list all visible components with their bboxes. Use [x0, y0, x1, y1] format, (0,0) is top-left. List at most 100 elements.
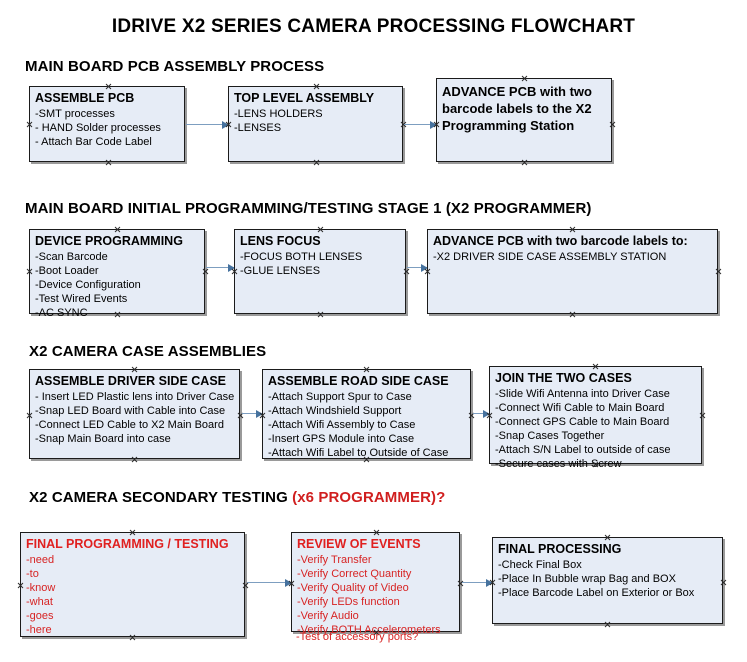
connection-handle[interactable]: [569, 311, 576, 318]
connection-handle[interactable]: [363, 366, 370, 373]
box-assemble-pcb[interactable]: ASSEMBLE PCB -SMT processes - HAND Solde…: [29, 86, 185, 162]
box-line: -Boot Loader: [35, 265, 99, 277]
connection-handle[interactable]: [114, 226, 121, 233]
box-line: -here: [26, 624, 52, 636]
box-title: ASSEMBLE ROAD SIDE CASE: [268, 374, 449, 388]
box-line: -need: [26, 554, 55, 566]
connector-device-programming-to-lens-focus: [206, 263, 235, 272]
box-line-overflow-review-of-events: -Test of accessory ports?: [296, 631, 419, 643]
connection-handle[interactable]: [699, 412, 706, 419]
box-line: -FOCUS BOTH LENSES: [240, 251, 363, 263]
box-title: ADVANCE PCB with two barcode labels to:: [433, 234, 688, 248]
box-line: -Connect Wifi Cable to Main Board: [495, 402, 665, 414]
section-heading-text: X2 CAMERA SECONDARY TESTING: [29, 489, 293, 506]
connector-driver-side-to-road-side: [242, 409, 263, 418]
box-lens-focus[interactable]: LENS FOCUS -FOCUS BOTH LENSES -GLUE LENS…: [234, 229, 406, 314]
connector-final-programming-to-review-of-events: [247, 578, 292, 587]
connector-review-of-events-to-final-processing: [462, 578, 493, 587]
section-heading-main-board-initial-programming: MAIN BOARD INITIAL PROGRAMMING/TESTING S…: [25, 200, 592, 217]
page-title: IDRIVE X2 SERIES CAMERA PROCESSING FLOWC…: [111, 16, 636, 37]
box-line: - Insert LED Plastic lens into Driver Ca…: [35, 391, 235, 403]
connection-handle[interactable]: [521, 159, 528, 166]
connection-handle[interactable]: [521, 75, 528, 82]
box-title: DEVICE PROGRAMMING: [35, 234, 183, 248]
connection-handle[interactable]: [317, 311, 324, 318]
connection-handle[interactable]: [720, 579, 727, 586]
box-final-programming-testing[interactable]: FINAL PROGRAMMING / TESTING -need -to -k…: [20, 532, 245, 637]
box-line: -Verify Correct Quantity: [297, 568, 412, 580]
box-line: -LENS HOLDERS: [234, 108, 323, 120]
box-line: -Snap Cases Together: [495, 430, 605, 442]
box-advance-pcb-to-driver-side-case[interactable]: ADVANCE PCB with two barcode labels to: …: [427, 229, 718, 314]
box-line: -Place In Bubble wrap Bag and BOX: [498, 573, 676, 585]
box-line: -Snap Main Board into case: [35, 433, 171, 445]
connection-handle[interactable]: [313, 159, 320, 166]
box-assemble-road-side-case[interactable]: ASSEMBLE ROAD SIDE CASE -Attach Support …: [262, 369, 471, 459]
connection-handle[interactable]: [317, 226, 324, 233]
connection-handle[interactable]: [105, 83, 112, 90]
box-join-the-two-cases[interactable]: JOIN THE TWO CASES -Slide Wifi Antenna i…: [489, 363, 702, 470]
connection-handle[interactable]: [569, 226, 576, 233]
box-final-processing[interactable]: FINAL PROCESSING -Check Final Box -Place…: [492, 537, 723, 624]
box-title: TOP LEVEL ASSEMBLY: [234, 91, 375, 105]
box-line: - Attach Bar Code Label: [35, 136, 152, 148]
box-line: -Slide Wifi Antenna into Driver Case: [495, 388, 670, 400]
box-line: -Attach S/N Label to outside of case: [495, 444, 671, 456]
section-heading-text: MAIN BOARD PCB ASSEMBLY PROCESS: [25, 58, 325, 75]
connection-handle[interactable]: [242, 582, 249, 589]
connection-handle[interactable]: [313, 83, 320, 90]
box-line: -Attach Support Spur to Case: [268, 391, 412, 403]
box-title: FINAL PROGRAMMING / TESTING: [26, 537, 229, 551]
section-heading-x2-camera-secondary-testing: X2 CAMERA SECONDARY TESTING (x6 PROGRAMM…: [29, 489, 445, 506]
connection-handle[interactable]: [26, 268, 33, 275]
box-title: REVIEW OF EVENTS: [297, 537, 421, 551]
box-line: -AC SYNC: [35, 307, 88, 319]
box-line: -know: [26, 582, 56, 594]
box-line: -Device Configuration: [35, 279, 141, 291]
connection-handle[interactable]: [609, 121, 616, 128]
box-assemble-driver-side-case[interactable]: ASSEMBLE DRIVER SIDE CASE - Insert LED P…: [29, 369, 240, 459]
box-line: -Connect LED Cable to X2 Main Board: [35, 419, 224, 431]
box-line: -Attach Wifi Assembly to Case: [268, 419, 416, 431]
section-heading-accent: (x6 PROGRAMMER)?: [292, 489, 446, 506]
box-title: ADVANCE PCB with two barcode labels to t…: [442, 84, 592, 133]
box-line: -to: [26, 568, 39, 580]
connection-handle[interactable]: [129, 529, 136, 536]
box-title: ASSEMBLE PCB: [35, 91, 135, 105]
connection-handle[interactable]: [403, 268, 410, 275]
box-top-level-assembly[interactable]: TOP LEVEL ASSEMBLY -LENS HOLDERS -LENSES: [228, 86, 403, 162]
connection-handle[interactable]: [373, 529, 380, 536]
connection-handle[interactable]: [17, 582, 24, 589]
connection-handle[interactable]: [592, 363, 599, 370]
box-device-programming[interactable]: DEVICE PROGRAMMING -Scan Barcode -Boot L…: [26, 226, 205, 319]
connection-handle[interactable]: [131, 366, 138, 373]
box-review-of-events[interactable]: REVIEW OF EVENTS -Verify Transfer -Verif…: [291, 529, 460, 636]
box-advance-pcb-to-x2-programming-station[interactable]: ADVANCE PCB with two barcode labels to t…: [436, 78, 612, 162]
connector-top-level-to-advance-pcb: [404, 120, 437, 129]
box-line: -Test Wired Events: [35, 293, 128, 305]
box-title: JOIN THE TWO CASES: [495, 371, 632, 385]
box-line: -Verify Transfer: [297, 554, 372, 566]
connection-handle[interactable]: [202, 268, 209, 275]
box-title: FINAL PROCESSING: [498, 542, 622, 556]
box-line: -Connect GPS Cable to Main Board: [495, 416, 670, 428]
box-line: -Snap LED Board with Cable into Case: [35, 405, 226, 417]
box-line: -Verify Quality of Video: [297, 582, 409, 594]
section-heading-text: MAIN BOARD INITIAL PROGRAMMING/TESTING S…: [25, 200, 592, 217]
box-line: -Attach Windshield Support: [268, 405, 402, 417]
box-line: -Place Barcode Label on Exterior or Box: [498, 587, 695, 599]
box-line: -Verify BOTH Accelerometers: [297, 624, 441, 636]
box-title: LENS FOCUS: [240, 234, 321, 248]
box-line: -LENSES: [234, 122, 282, 134]
box-line: -Verify LEDs function: [297, 596, 400, 608]
box-line: -Check Final Box: [498, 559, 582, 571]
connection-handle[interactable]: [604, 534, 611, 541]
connection-handle[interactable]: [715, 268, 722, 275]
connection-handle[interactable]: [105, 159, 112, 166]
connection-handle[interactable]: [26, 412, 33, 419]
box-line: -goes: [26, 610, 54, 622]
connection-handle[interactable]: [604, 621, 611, 628]
connection-handle[interactable]: [26, 121, 33, 128]
connection-handle[interactable]: [131, 456, 138, 463]
